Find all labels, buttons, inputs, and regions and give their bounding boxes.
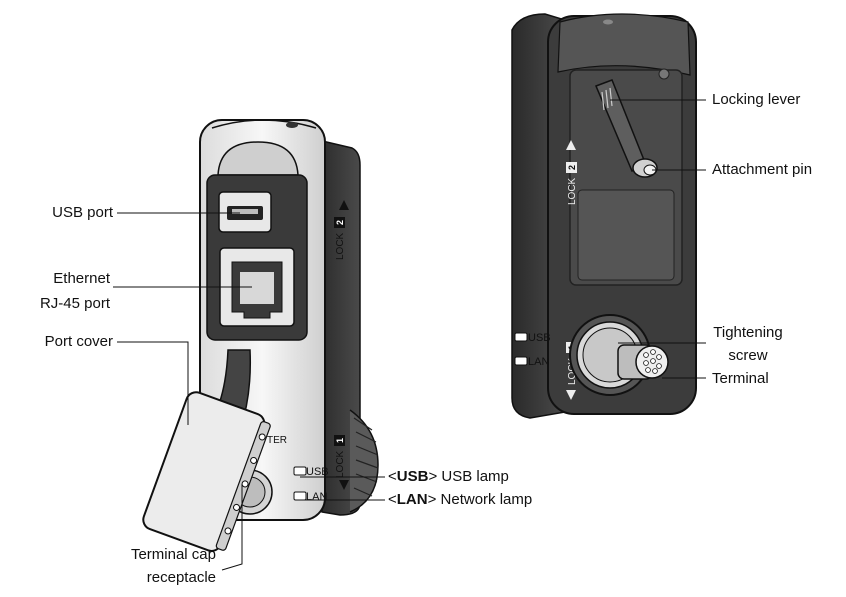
- ethernet-label-line2: RJ-45 port: [39, 295, 110, 312]
- left-device-screw: [349, 409, 379, 513]
- attachment-pin-label: Attachment pin: [712, 161, 813, 178]
- left-lock-1-arrow: [339, 480, 349, 490]
- left-device-top: [211, 119, 317, 129]
- left-lock-2-arrow: [339, 200, 349, 210]
- left-lock-2-label: LOCK: [335, 232, 346, 260]
- terminal-cap-label-line2: receptacle: [146, 569, 216, 586]
- port-cover-leader: [117, 341, 189, 425]
- right-lock-2-label: LOCK: [567, 177, 578, 205]
- usb-lamp-tag: USB: [396, 468, 429, 485]
- port-cover-shape: [142, 391, 271, 552]
- tightening-screw-label-line2: screw: [728, 347, 768, 364]
- ethernet-port-inner: [240, 272, 274, 304]
- ethernet-label-line1: Ethernet: [53, 270, 110, 287]
- right-lan-body-label: LAN: [528, 356, 549, 368]
- left-device: USB LAN TER LOCK 2 LOCK 1: [113, 119, 385, 571]
- terminal-cap-leader: [221, 484, 243, 571]
- right-lock-2-number: 2: [567, 165, 577, 170]
- right-device: LOCK 2 LOCK 1 USB LAN: [511, 13, 706, 419]
- left-lock-2-number: 2: [335, 220, 345, 225]
- lan-lamp-tag: LAN: [396, 491, 428, 508]
- left-lan-body-label: LAN: [306, 491, 327, 503]
- right-device-top: [557, 13, 691, 76]
- left-usb-body-label: USB: [306, 466, 329, 478]
- usb-port-tongue: [232, 209, 258, 214]
- lan-lamp-shape: [293, 491, 307, 501]
- left-lock-1-label: LOCK: [335, 450, 346, 478]
- lan-lamp-text: Network lamp: [440, 491, 533, 508]
- terminal-cap-label-line1: Terminal cap: [130, 546, 216, 563]
- port-cover-label: Port cover: [44, 333, 113, 350]
- tightening-screw-label-line1: Tightening: [713, 324, 783, 341]
- usb-lamp-shape: [293, 466, 307, 476]
- locking-lever-label: Locking lever: [712, 91, 801, 108]
- left-lock-1-number: 1: [335, 438, 345, 443]
- right-usb-body-label: USB: [528, 332, 551, 344]
- left-device-recess: [217, 141, 299, 176]
- left-device-top-hole: [286, 122, 298, 128]
- terminal-label: Terminal: [712, 370, 769, 387]
- usb-port-label: USB port: [52, 204, 113, 221]
- usb-lamp-label: <USB> USB lamp: [388, 468, 509, 485]
- left-ter-body-label: TER: [267, 435, 287, 446]
- lan-lamp-label: <LAN> Network lamp: [388, 491, 533, 508]
- usb-lamp-text: USB lamp: [441, 468, 509, 485]
